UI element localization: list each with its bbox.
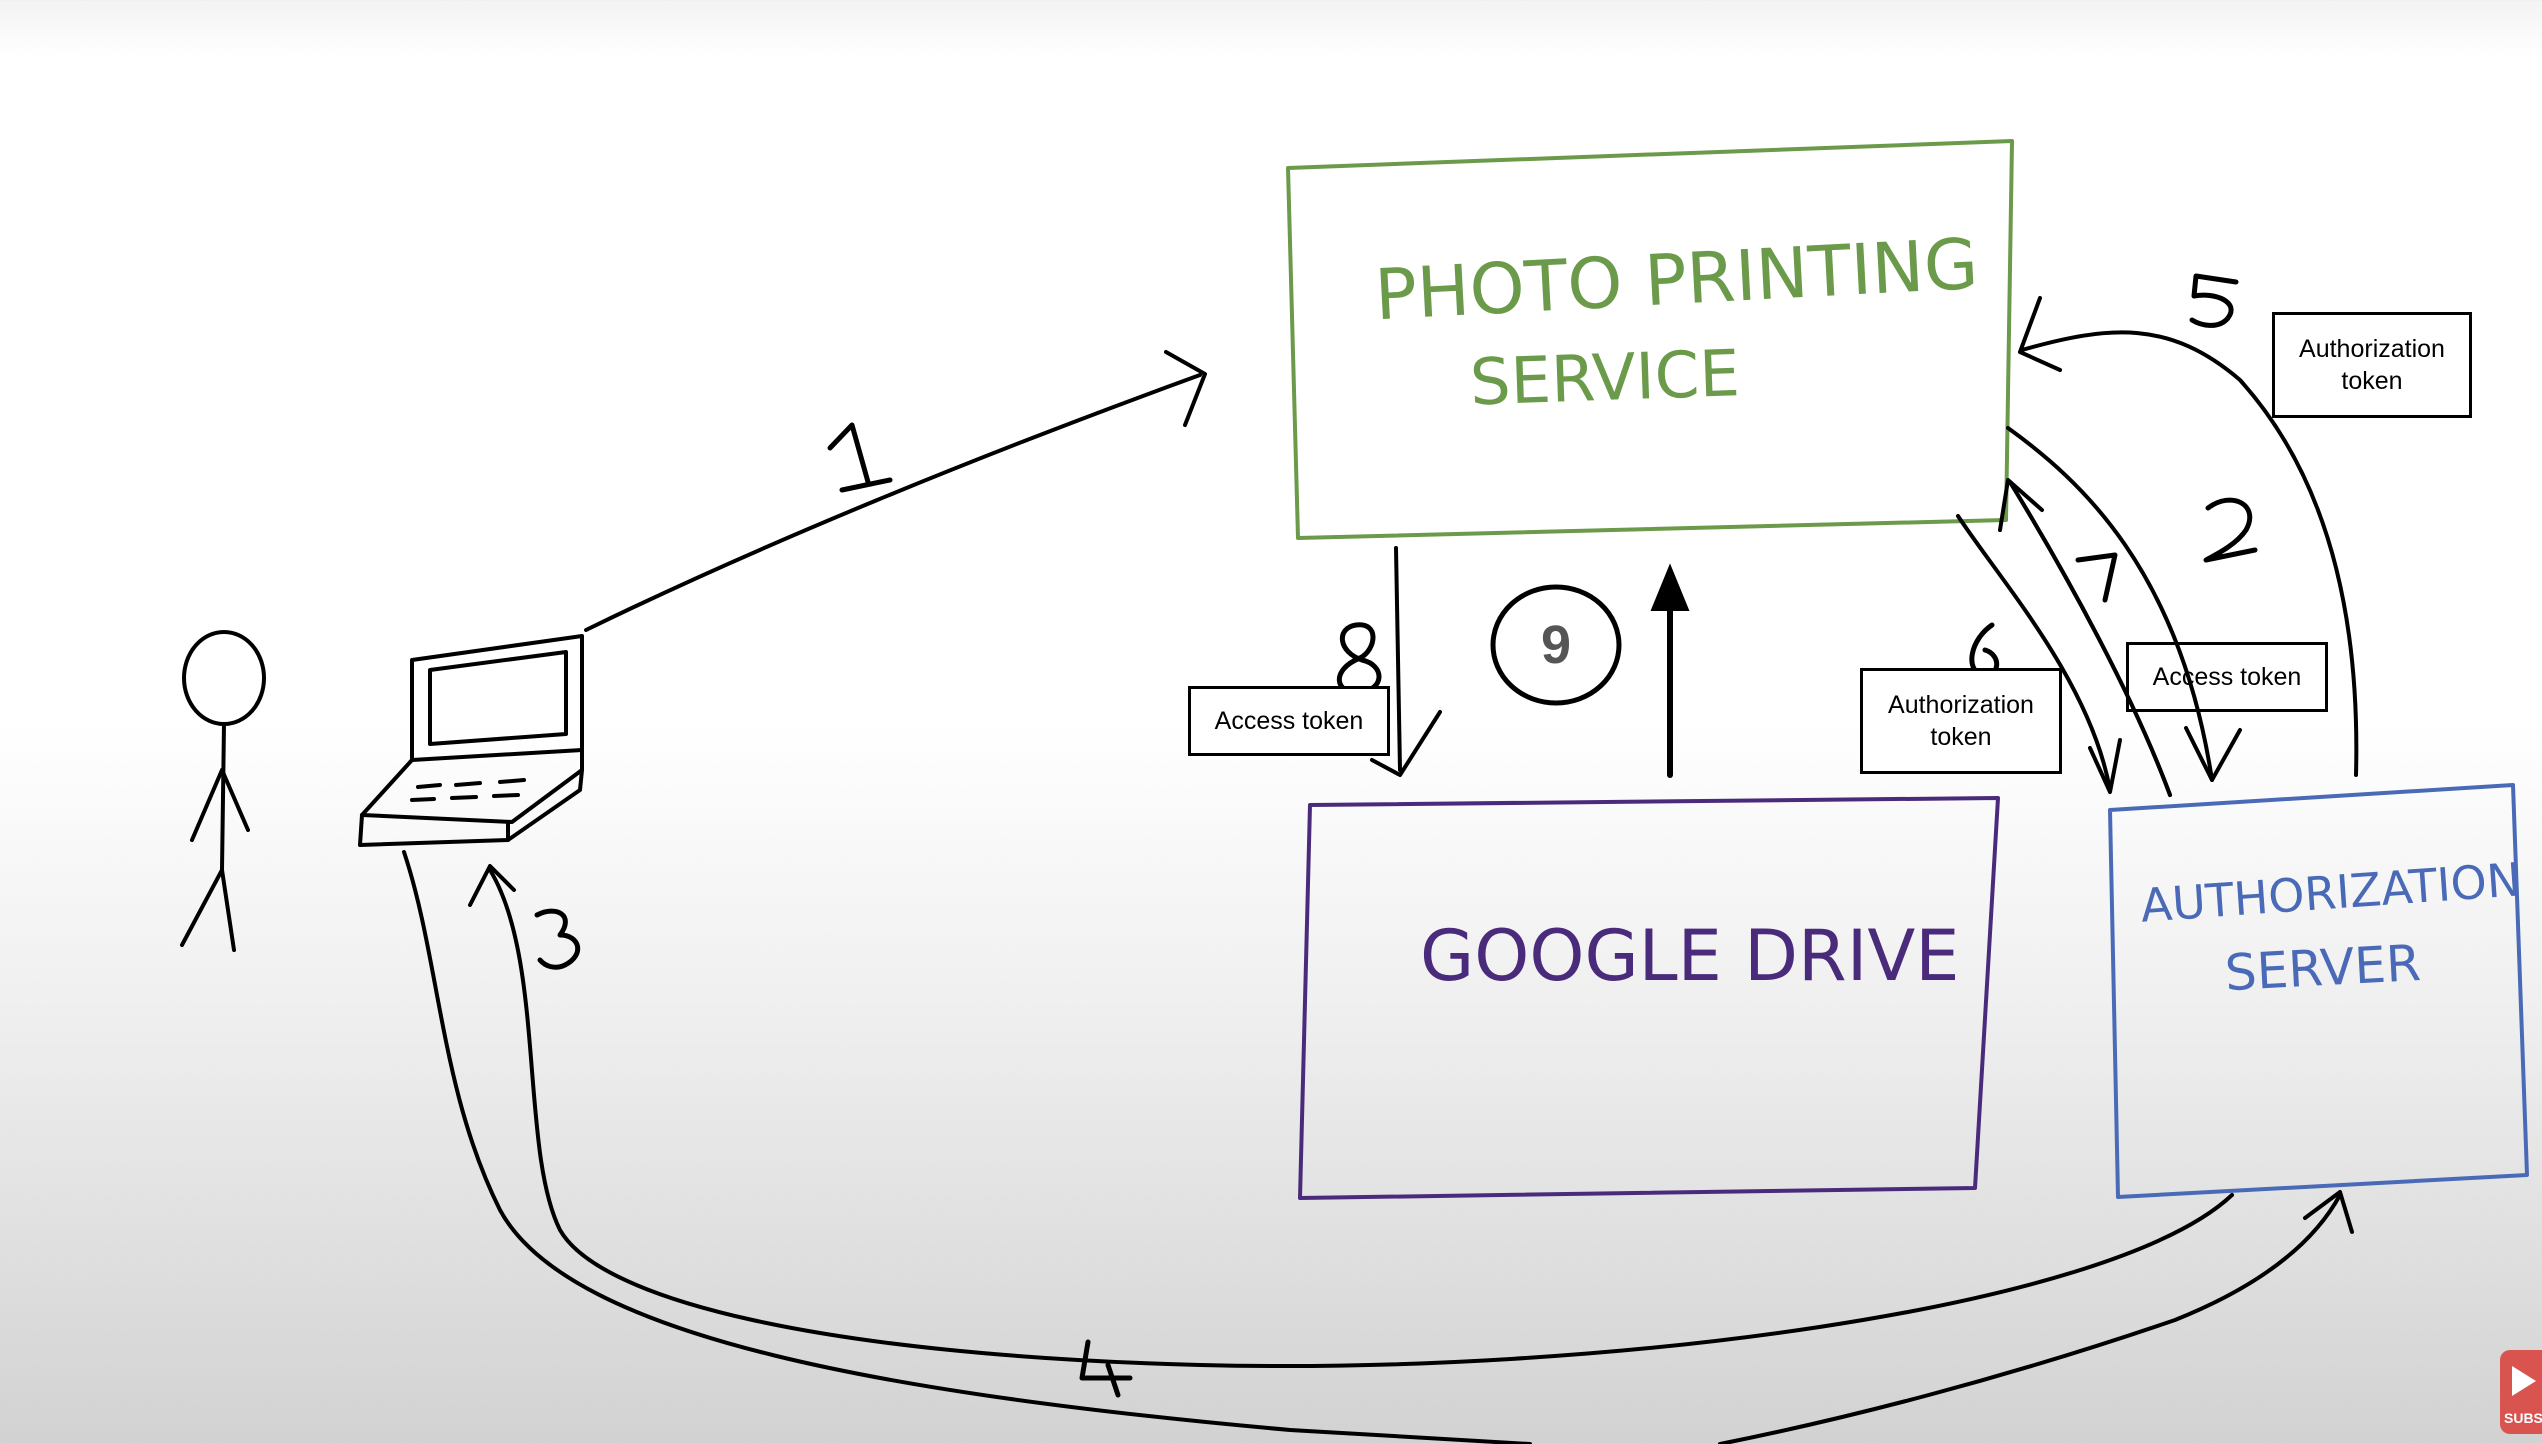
- play-icon: [2512, 1366, 2536, 1396]
- photo-printing-service-box: PHOTO PRINTING SERVICE: [1286, 139, 2014, 540]
- laptop-icon: [358, 634, 584, 847]
- authorization-server-title: AUTHORIZATION: [2139, 852, 2523, 932]
- step-9-marker: 9: [1490, 584, 1622, 706]
- arrow-step-5: [2018, 273, 2359, 777]
- authorization-server-box: AUTHORIZATION SERVER: [2108, 783, 2529, 1199]
- subscribe-label: SUBSCRIBE: [2504, 1410, 2542, 1426]
- photo-printing-subtitle: SERVICE: [1469, 337, 1741, 420]
- arrow-step-4: [402, 850, 2354, 1444]
- authorization-server-subtitle: SERVER: [2224, 934, 2423, 1002]
- access-token-label-right: Access token: [2126, 642, 2328, 712]
- arrow-step-3: [468, 864, 2234, 1368]
- arrow-step-8: [1336, 546, 1442, 777]
- authorization-token-label-top: Authorization token: [2272, 312, 2472, 418]
- google-drive-title: GOOGLE DRIVE: [1420, 915, 1959, 997]
- access-token-label-left: Access token: [1188, 686, 1390, 756]
- arrow-step-1: [584, 350, 1207, 632]
- photo-printing-title: PHOTO PRINTING: [1373, 223, 1980, 336]
- arrow-step-9: [1650, 563, 1690, 778]
- step-9-number: 9: [1541, 615, 1571, 675]
- google-drive-box: GOOGLE DRIVE: [1298, 796, 2000, 1200]
- subscribe-button[interactable]: SUBSCRIBE: [2500, 1350, 2542, 1434]
- user-figure-icon: [180, 630, 266, 952]
- authorization-token-label-mid: Authorization token: [1860, 668, 2062, 774]
